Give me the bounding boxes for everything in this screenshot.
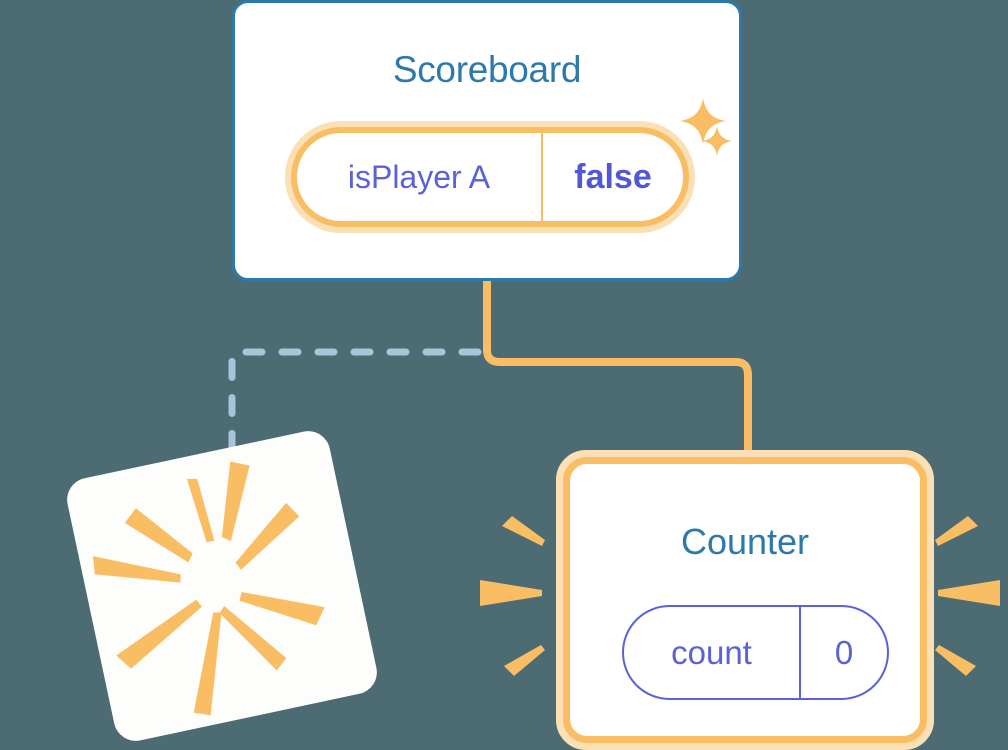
scoreboard-state-pill[interactable]: isPlayer A false — [285, 121, 695, 233]
scoreboard-pill-highlight-halo — [285, 121, 695, 233]
connector-scoreboard-to-counter — [483, 278, 752, 460]
counter-pill-value: 0 — [834, 633, 854, 671]
scoreboard-title: Scoreboard — [392, 49, 582, 90]
counter-burst-left-icon — [480, 516, 545, 676]
counter-title: Counter — [680, 521, 810, 562]
counter-pill-key: count — [624, 607, 801, 698]
counter-state-pill[interactable]: count 0 — [622, 605, 889, 700]
connector-scoreboard-to-ghost-card — [228, 348, 482, 472]
counter-burst-right-icon — [935, 516, 1000, 676]
scoreboard-pill-value: false — [574, 157, 652, 196]
scoreboard-pill-key: isPlayer A — [297, 133, 543, 221]
sparkle-small-icon — [702, 126, 732, 156]
ghost-card-burst-icon — [92, 461, 325, 716]
scoreboard-card[interactable]: Scoreboard isPlayer A false — [232, 0, 742, 281]
sparkle-large-icon — [680, 98, 726, 144]
counter-card[interactable]: Counter count 0 — [556, 450, 934, 750]
